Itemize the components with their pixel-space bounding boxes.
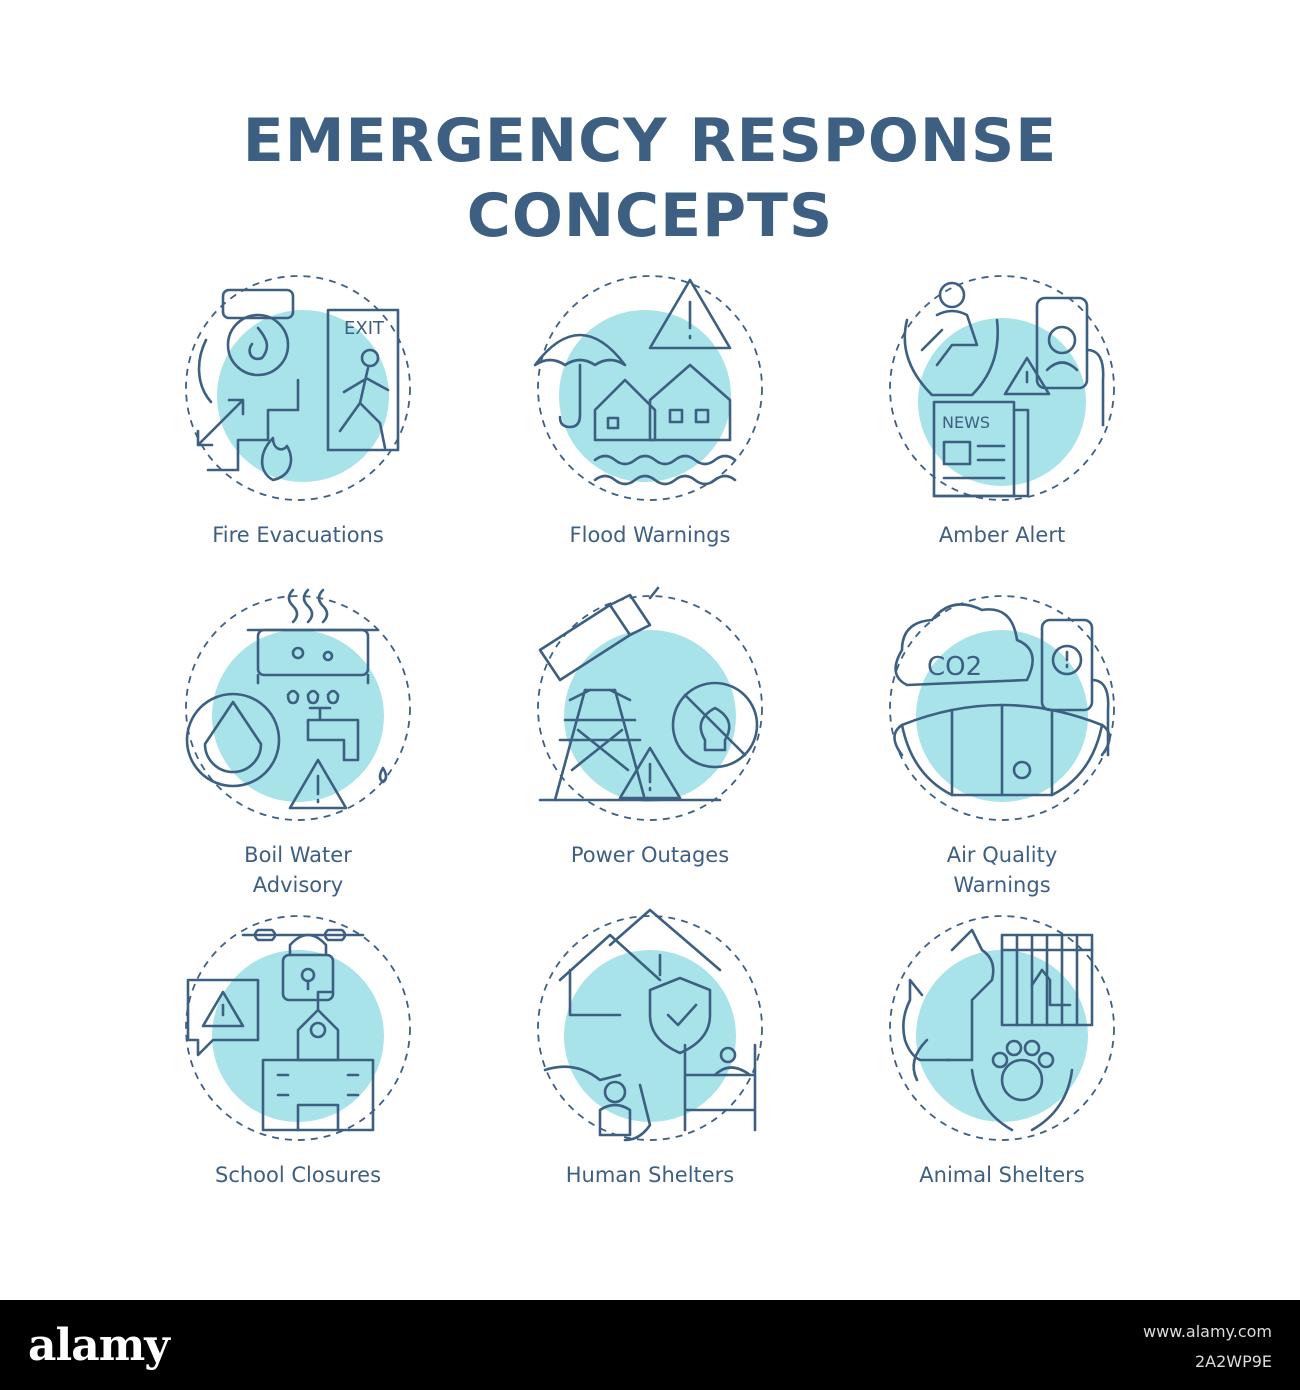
flood-umbrella-icon — [533, 275, 763, 501]
co2-mask-icon: CO2 — [889, 595, 1115, 821]
pet-paw-icon — [889, 915, 1115, 1141]
card-human-shelters: Human Shelters — [500, 908, 800, 1200]
label-flood-warnings: Flood Warnings — [569, 523, 731, 547]
label-human-shelters: Human Shelters — [565, 1163, 735, 1187]
card-power-outages: Power Outages — [500, 586, 800, 880]
card-boil-water-advisory: Boil Water Advisory — [148, 588, 448, 910]
label-fire-evacuations: Fire Evacuations — [212, 523, 384, 547]
exit-sign-text: EXIT — [344, 318, 385, 339]
brand-logo: alamy — [28, 1320, 170, 1371]
label-air-quality-warnings: Air Quality Warnings — [852, 840, 1152, 900]
boiling-pot-icon — [185, 588, 411, 821]
label-boil-water-advisory-text: Boil Water Advisory — [244, 843, 352, 897]
shelter-house-icon — [537, 908, 763, 1142]
label-power-outages: Power Outages — [570, 843, 730, 867]
title-line-2: CONCEPTS — [466, 181, 834, 251]
image-id: 2A2WP9E — [1194, 1352, 1272, 1371]
label-air-quality-warnings-text: Air Quality Warnings — [946, 843, 1058, 897]
fire-exit-icon: EXIT — [185, 275, 411, 501]
card-animal-shelters: Animal Shelters — [852, 910, 1152, 1200]
power-tower-icon — [537, 586, 763, 821]
co2-text: CO2 — [927, 652, 982, 682]
label-amber-alert: Amber Alert — [938, 523, 1066, 547]
icon-grid: EXIT Fire Evacuations Flood Warnings — [148, 270, 1152, 1200]
label-boil-water-advisory: Boil Water Advisory — [148, 840, 448, 900]
card-air-quality-warnings: CO2 Air Quality Warnings — [852, 590, 1152, 910]
card-flood-warnings: Flood Warnings — [500, 270, 800, 560]
watermark-url: www.alamy.com — [1143, 1322, 1272, 1341]
card-school-closures: School Closures — [148, 910, 448, 1200]
label-animal-shelters: Animal Shelters — [919, 1163, 1085, 1187]
news-sign-text: NEWS — [942, 413, 990, 432]
card-fire-evacuations: EXIT Fire Evacuations — [148, 270, 448, 560]
title-line-1: EMERGENCY RESPONSE — [242, 106, 1058, 176]
poster-title: EMERGENCY RESPONSE CONCEPTS — [0, 104, 1300, 254]
stock-watermark-bar: alamy www.alamy.com 2A2WP9E — [0, 1300, 1300, 1390]
school-lock-icon — [185, 915, 411, 1141]
child-alert-icon: NEWS — [889, 275, 1115, 501]
card-amber-alert: NEWS Amber Alert — [852, 270, 1152, 560]
label-school-closures: School Closures — [214, 1163, 382, 1187]
